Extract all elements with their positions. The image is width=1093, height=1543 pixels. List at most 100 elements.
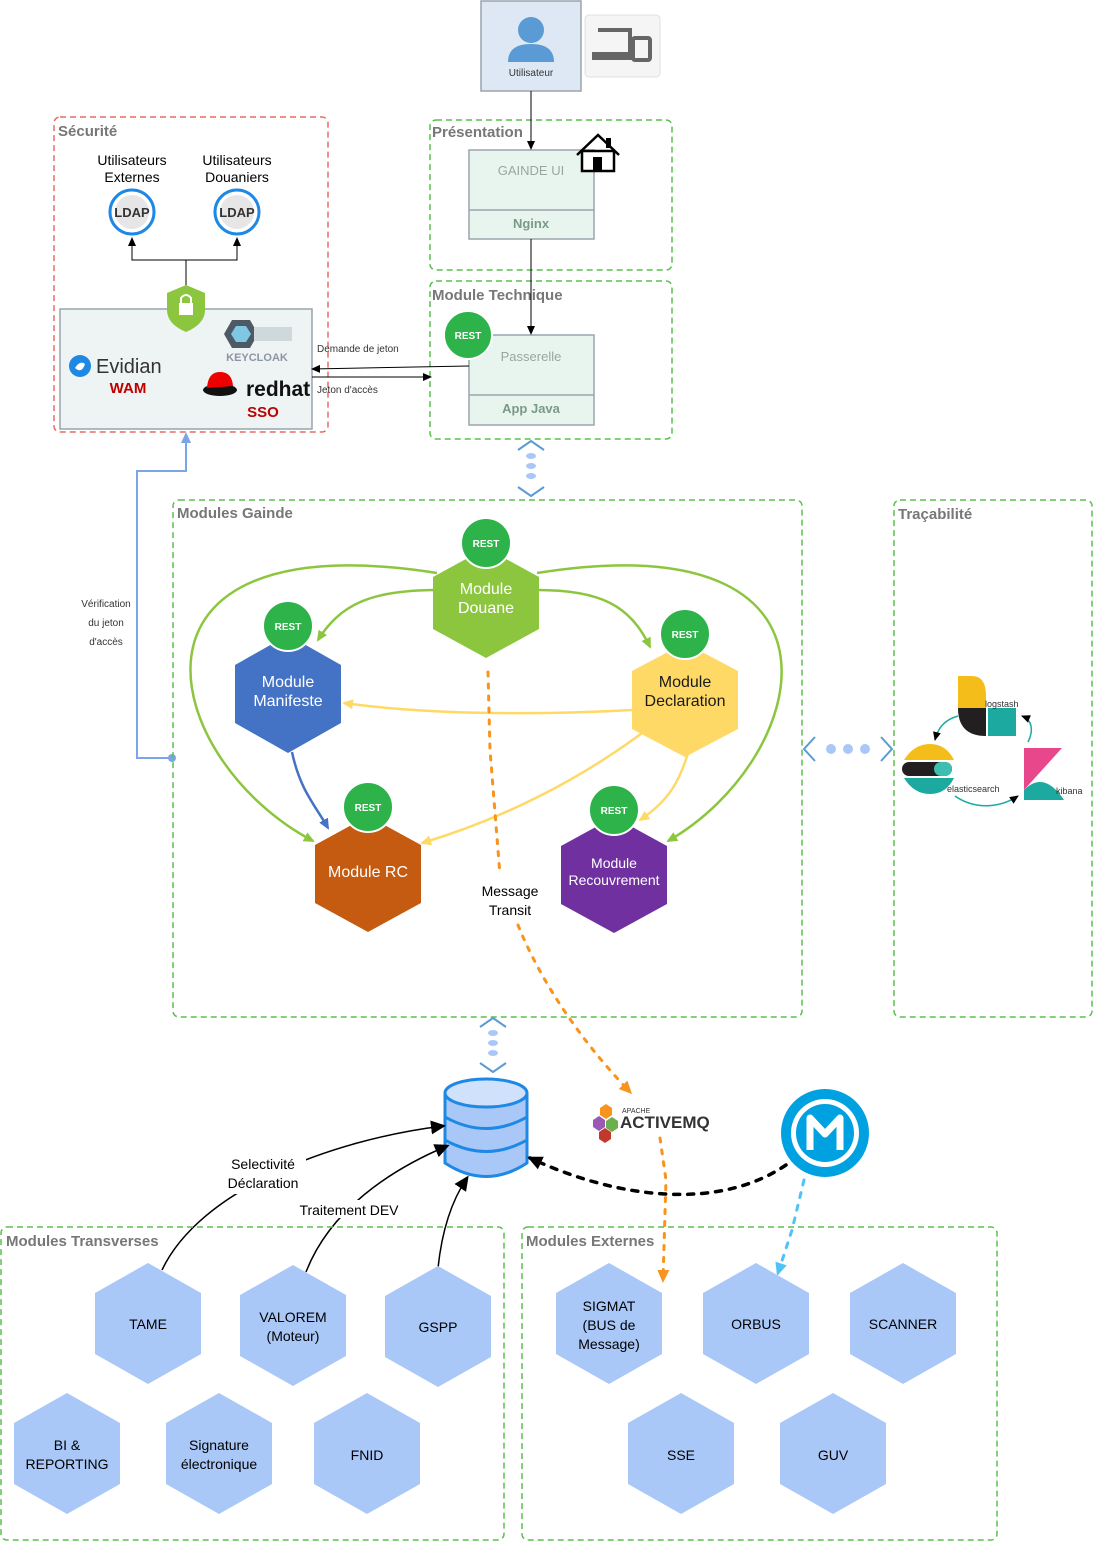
edge-valorem-database xyxy=(305,1144,450,1273)
module-guv[interactable]: GUV xyxy=(780,1393,886,1514)
user-label: Utilisateur xyxy=(509,68,554,79)
home-icon xyxy=(576,133,620,173)
svg-text:REST: REST xyxy=(455,331,482,342)
edge-demande-jeton xyxy=(311,364,470,373)
logstash-label: logstash xyxy=(985,699,1019,709)
kibana-logo: kibana xyxy=(1024,748,1083,800)
rest-badge-douane: REST xyxy=(460,517,512,569)
edge-douane-recouvrement xyxy=(536,564,783,843)
module-orbus[interactable]: ORBUS xyxy=(703,1263,809,1384)
module-douane[interactable]: Module Douane xyxy=(433,548,539,658)
passerelle-node[interactable]: Passerelle App Java xyxy=(468,334,595,426)
module-fnid[interactable]: FNID xyxy=(314,1393,420,1514)
svg-text:GUV: GUV xyxy=(818,1447,849,1463)
edge-declaration-manifeste xyxy=(342,699,634,715)
rest-badge-manifeste: REST xyxy=(262,600,314,652)
module-valorem[interactable]: VALOREM (Moteur) xyxy=(240,1265,346,1386)
rest-badge-declaration: REST xyxy=(659,608,711,660)
ldap-externes-title-2: Externes xyxy=(104,169,159,185)
edge-declaration-recouvrement xyxy=(638,749,691,822)
module-tame[interactable]: TAME xyxy=(95,1263,201,1384)
svg-text:REPORTING: REPORTING xyxy=(26,1456,109,1472)
svg-text:BI &: BI & xyxy=(54,1437,81,1453)
svg-text:GSPP: GSPP xyxy=(419,1319,458,1335)
presentation-section: Présentation GAINDE UI Nginx xyxy=(429,119,673,271)
module-scanner[interactable]: SCANNER xyxy=(850,1263,956,1384)
svg-text:Module: Module xyxy=(591,855,637,871)
module-signature[interactable]: Signature électronique xyxy=(166,1393,272,1514)
link-gainde-tracabilite xyxy=(802,736,894,762)
svg-text:Module: Module xyxy=(262,674,315,691)
label-message-2: Transit xyxy=(489,902,531,918)
user-node[interactable]: Utilisateur xyxy=(480,0,582,92)
wam-label: WAM xyxy=(110,380,147,397)
svg-text:REST: REST xyxy=(355,803,382,814)
svg-text:Recouvrement: Recouvrement xyxy=(568,872,659,888)
svg-text:Signature: Signature xyxy=(189,1437,249,1453)
passerelle-label: Passerelle xyxy=(501,349,562,364)
gainde-title: Modules Gainde xyxy=(177,505,293,522)
presentation-title: Présentation xyxy=(432,124,523,141)
svg-text:REST: REST xyxy=(601,806,628,817)
label-traitement-dev: Traitement DEV xyxy=(299,1202,399,1218)
link-gainde-database xyxy=(479,1016,507,1074)
module-sigmat[interactable]: SIGMAT (BUS de Message) xyxy=(556,1263,662,1384)
label-message-1: Message xyxy=(482,883,539,899)
svg-text:REST: REST xyxy=(275,622,302,633)
kibana-label: kibana xyxy=(1056,786,1083,796)
label-jeton-acces: Jeton d'accès xyxy=(317,385,378,396)
edge-gspp-database xyxy=(437,1175,469,1269)
svg-text:électronique: électronique xyxy=(181,1456,257,1472)
ldap-douaniers-node[interactable]: LDAP xyxy=(213,188,261,236)
svg-text:Module: Module xyxy=(460,581,513,598)
activemq-apache-label: APACHE xyxy=(622,1108,651,1115)
technique-section: Module Technique Passerelle App Java RES… xyxy=(429,280,673,440)
module-manifeste[interactable]: Module Manifeste xyxy=(235,635,341,753)
module-bi-reporting[interactable]: BI & REPORTING xyxy=(14,1393,120,1514)
database-icon[interactable] xyxy=(443,1077,529,1178)
label-selectivite-1: Selectivité xyxy=(231,1156,295,1172)
svg-text:VALOREM: VALOREM xyxy=(259,1309,326,1325)
rest-badge-passerelle: REST xyxy=(443,310,493,360)
svg-text:SIGMAT: SIGMAT xyxy=(583,1298,636,1314)
technique-title: Module Technique xyxy=(432,287,563,304)
redhat-logo: redhat xyxy=(203,372,310,401)
edge-message-transit-2 xyxy=(516,923,633,1095)
module-declaration[interactable]: Module Declaration xyxy=(632,643,738,757)
edge-mulesoft-database xyxy=(527,1156,788,1197)
module-rc[interactable]: Module RC xyxy=(315,816,421,932)
link-technique-gainde xyxy=(517,439,545,498)
svg-text:SCANNER: SCANNER xyxy=(869,1316,937,1332)
ldap-douaniers-badge: LDAP xyxy=(219,205,255,220)
svg-text:REST: REST xyxy=(672,630,699,641)
securite-section: Sécurité Utilisateurs Externes LDAP Util… xyxy=(53,116,329,433)
module-sse[interactable]: SSE xyxy=(628,1393,734,1514)
ldap-externes-badge: LDAP xyxy=(114,205,150,220)
edge-tame-database xyxy=(161,1120,446,1271)
gainde-ui-label: GAINDE UI xyxy=(498,163,564,178)
module-gspp[interactable]: GSPP xyxy=(385,1266,491,1387)
rest-badge-recouvrement: REST xyxy=(588,784,640,836)
evidian-label: Evidian xyxy=(96,356,162,378)
tracabilite-section: Traçabilité logstash elasticsearch kiban… xyxy=(893,499,1093,1018)
keycloak-label: KEYCLOAK xyxy=(226,352,288,364)
svg-text:Message): Message) xyxy=(578,1336,639,1352)
svg-text:ORBUS: ORBUS xyxy=(731,1316,781,1332)
ldap-douaniers-title-1: Utilisateurs xyxy=(202,152,271,168)
keycloak-logo: KEYCLOAK xyxy=(224,320,292,364)
elasticsearch-logo: elasticsearch xyxy=(902,744,1000,794)
activemq-logo: APACHE ACTIVEMQ xyxy=(593,1104,710,1143)
svg-text:(BUS de: (BUS de xyxy=(583,1317,636,1333)
transverses-title: Modules Transverses xyxy=(6,1233,159,1250)
edge-douane-manifeste xyxy=(316,588,438,642)
edge-douane-declaration xyxy=(536,588,652,649)
module-recouvrement[interactable]: Module Recouvrement xyxy=(561,817,667,933)
svg-text:Declaration: Declaration xyxy=(645,693,726,710)
activemq-label: ACTIVEMQ xyxy=(620,1113,710,1132)
securite-title: Sécurité xyxy=(58,123,117,140)
svg-text:REST: REST xyxy=(473,539,500,550)
ldap-externes-node[interactable]: LDAP xyxy=(108,188,156,236)
svg-text:Module RC: Module RC xyxy=(328,864,408,881)
gainde-ui-node[interactable]: GAINDE UI Nginx xyxy=(468,149,595,240)
